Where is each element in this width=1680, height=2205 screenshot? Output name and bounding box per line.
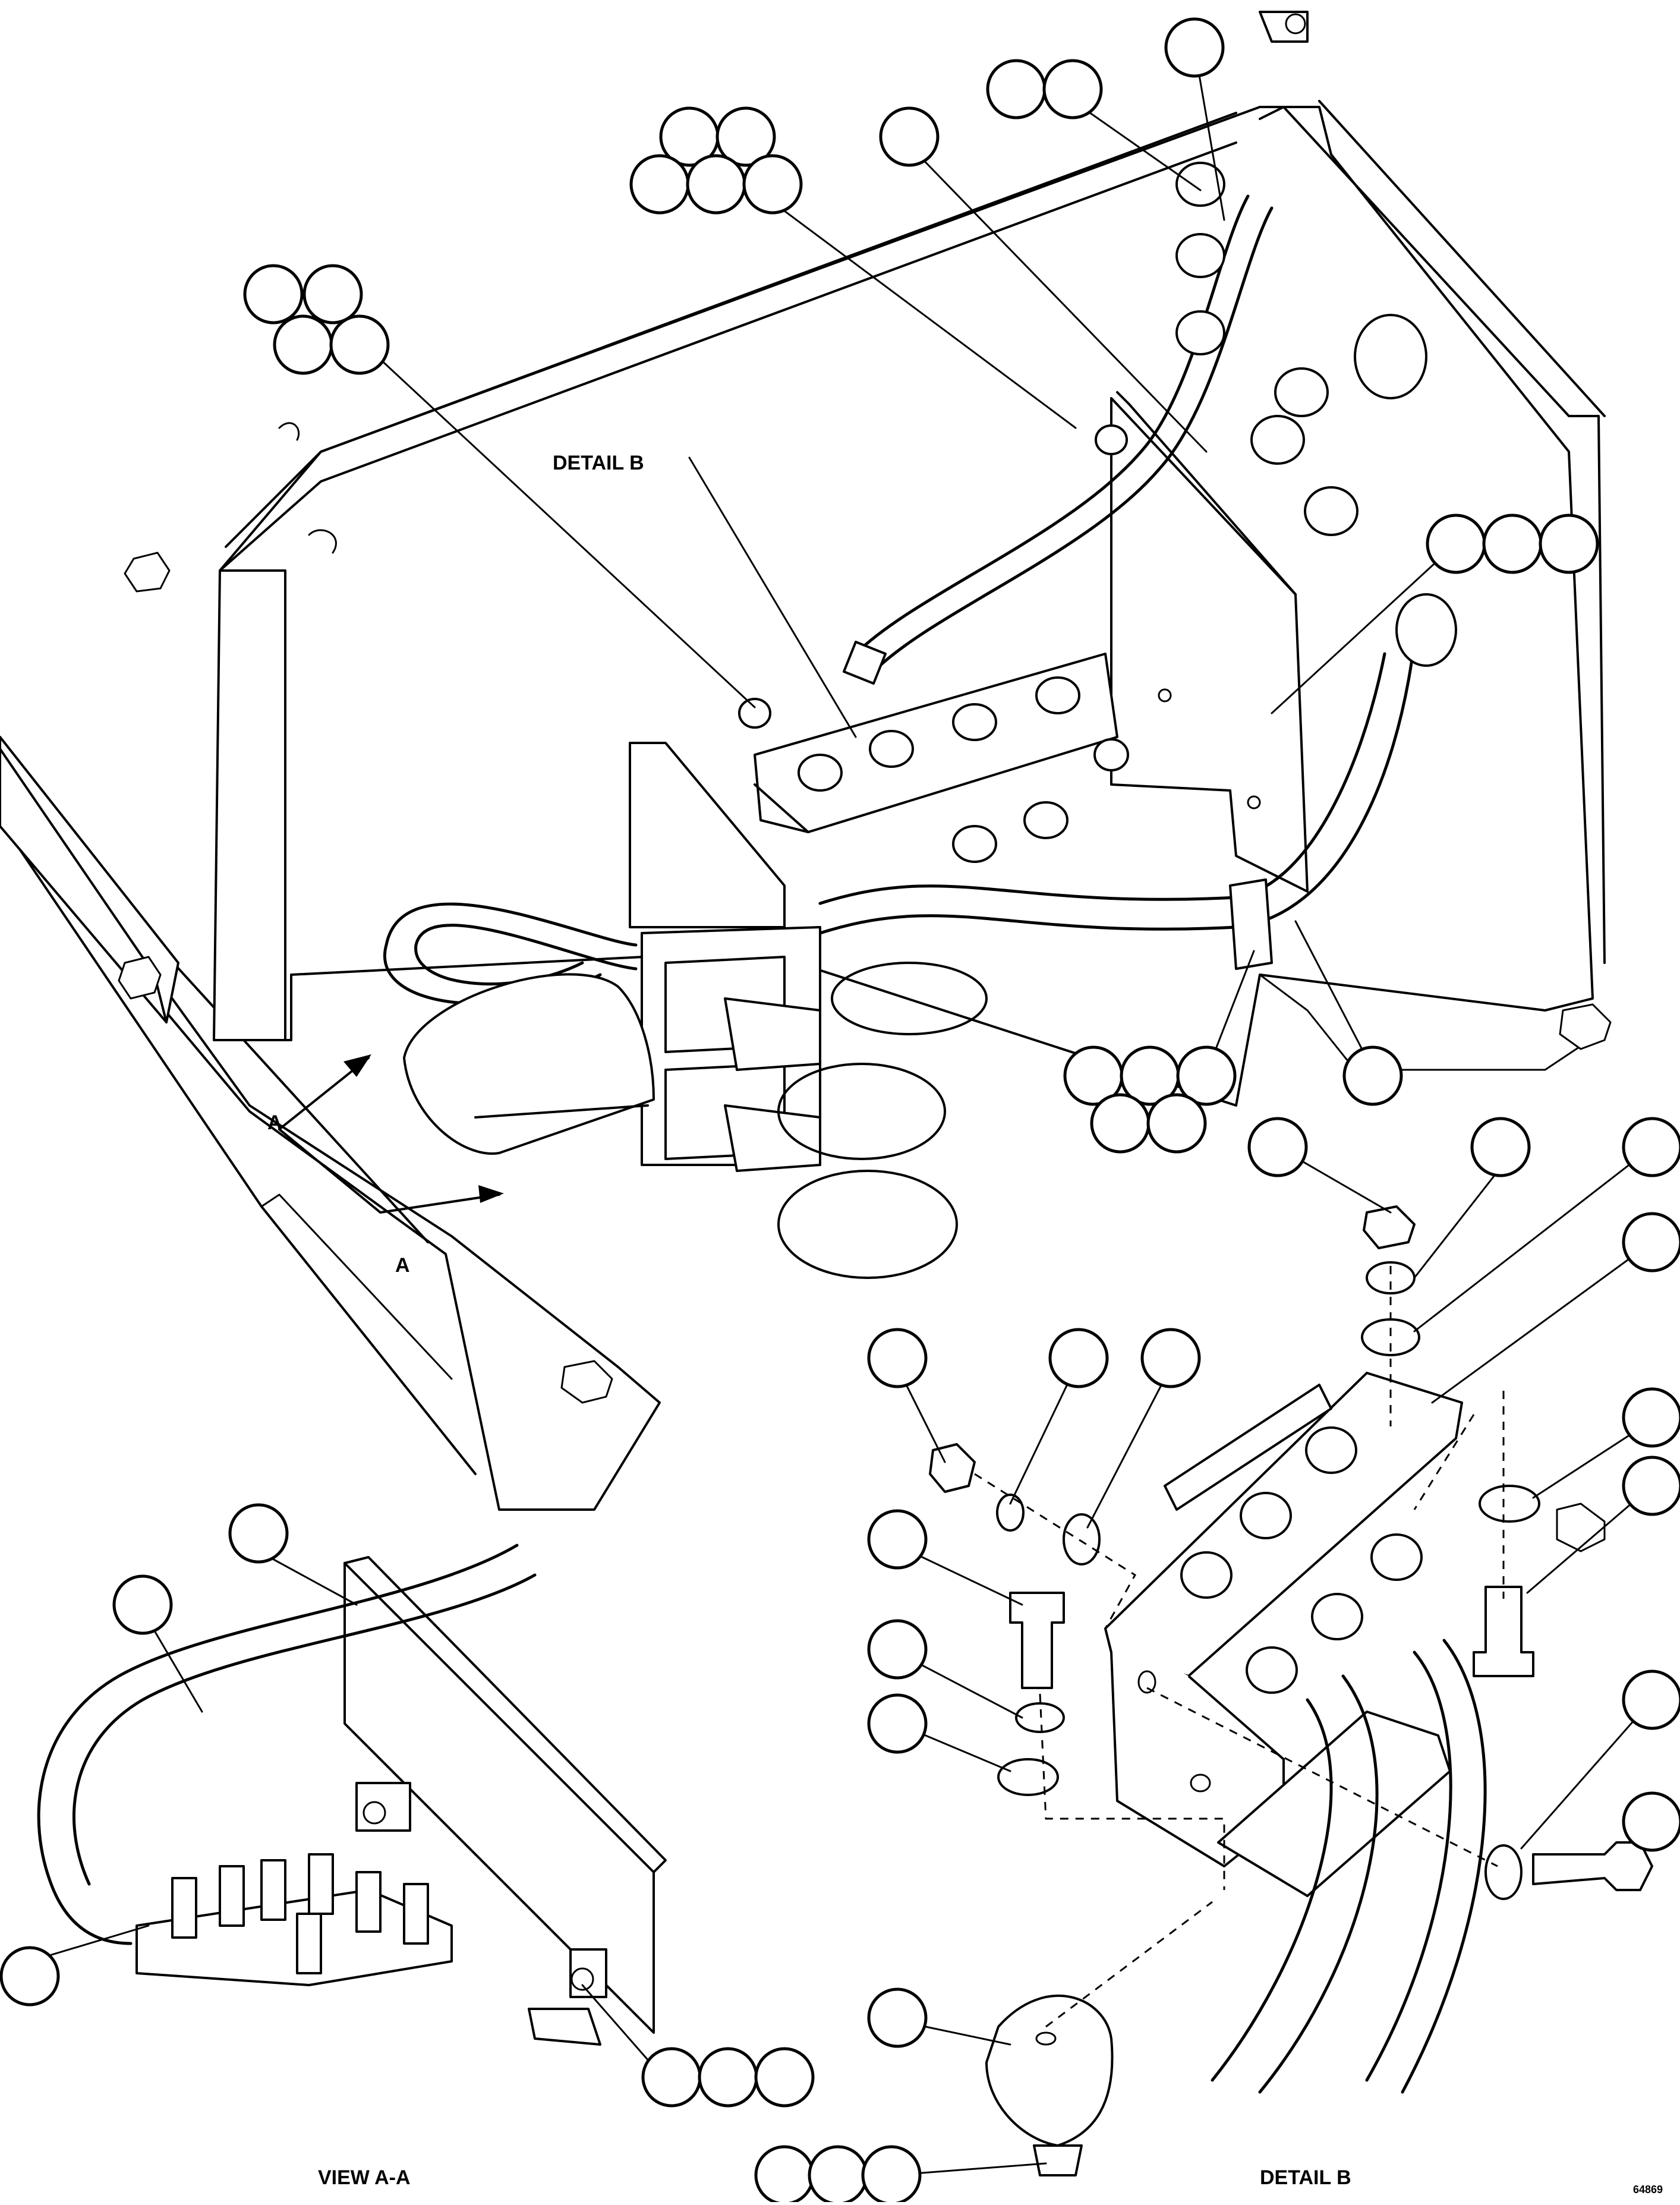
callout-balloon bbox=[1622, 1387, 1680, 1448]
callout-balloon bbox=[1146, 1093, 1207, 1154]
callout-balloon bbox=[867, 1328, 928, 1388]
callout-balloon bbox=[861, 2145, 922, 2205]
hydraulic-hoses bbox=[383, 194, 1416, 1006]
callout-balloon bbox=[629, 154, 690, 215]
callout-balloon bbox=[686, 154, 746, 215]
detail-b-exploded bbox=[929, 1205, 1653, 2176]
callout-balloon bbox=[1164, 17, 1225, 78]
callout-balloon bbox=[1247, 1117, 1308, 1177]
callout-balloon bbox=[1539, 514, 1599, 574]
callout-balloons bbox=[0, 17, 1680, 2205]
callout-balloon bbox=[1426, 514, 1486, 574]
callout-balloon bbox=[641, 2047, 702, 2108]
callout-balloon bbox=[716, 106, 776, 167]
callout-balloon bbox=[228, 1503, 289, 1564]
callout-balloon bbox=[1482, 514, 1543, 574]
exploded-hardware bbox=[929, 1205, 1653, 1900]
callout-balloon bbox=[302, 264, 363, 325]
callout-balloon bbox=[1048, 1328, 1109, 1388]
callout-balloon bbox=[742, 154, 803, 215]
callout-balloon bbox=[1140, 1328, 1201, 1388]
main-assembly bbox=[0, 11, 1612, 1552]
callout-balloon bbox=[1622, 1456, 1680, 1516]
quick-disconnect-assembly bbox=[118, 926, 988, 1404]
callout-balloon bbox=[808, 2145, 868, 2205]
callout-balloon bbox=[273, 314, 333, 375]
accumulator bbox=[985, 1995, 1114, 2176]
callout-balloon bbox=[867, 1509, 928, 1570]
callout-balloon bbox=[0, 1946, 60, 2006]
callout-balloon bbox=[698, 2047, 758, 2108]
callout-balloon bbox=[754, 2145, 815, 2205]
callout-balloon bbox=[1470, 1117, 1531, 1177]
terminal-posts bbox=[171, 1853, 429, 1974]
section-arrows bbox=[278, 1054, 504, 1214]
callout-balloon bbox=[867, 1619, 928, 1680]
callout-balloon bbox=[867, 1987, 928, 2048]
section-a-label-lower: A bbox=[395, 1254, 410, 1277]
detail-b-label-bottom: DETAIL B bbox=[1260, 2166, 1351, 2189]
callout-balloon bbox=[754, 2047, 815, 2108]
callout-balloon bbox=[1342, 1045, 1403, 1106]
callout-balloon bbox=[1622, 1670, 1680, 1730]
callout-balloon bbox=[243, 264, 304, 325]
callout-balloon bbox=[1622, 1791, 1680, 1852]
bracket-bolts bbox=[1180, 1426, 1423, 1694]
callout-balloon bbox=[1622, 1117, 1680, 1177]
callout-balloon bbox=[1090, 1093, 1151, 1154]
callout-balloon bbox=[879, 106, 940, 167]
callout-balloon bbox=[986, 59, 1047, 119]
callout-balloon bbox=[1622, 1212, 1680, 1272]
detail-b-label-top: DETAIL B bbox=[553, 452, 644, 474]
callout-balloon bbox=[329, 314, 390, 375]
view-aa-detail bbox=[37, 1544, 667, 2046]
assembly-centerlines bbox=[974, 1266, 1505, 2028]
section-a-label-upper: A bbox=[267, 1111, 282, 1134]
mounting-brackets bbox=[629, 391, 1309, 928]
figure-code: 64869 bbox=[1633, 2184, 1663, 2195]
callout-balloon bbox=[1176, 1045, 1237, 1106]
manifold-bolts bbox=[738, 424, 1129, 863]
text-labels: DETAIL B A A VIEW A-A DETAIL B 64869 bbox=[267, 452, 1663, 2195]
callout-balloon bbox=[867, 1693, 928, 1754]
manifold-block bbox=[738, 424, 1129, 863]
view-aa-label: VIEW A-A bbox=[318, 2166, 411, 2189]
callout-balloon bbox=[1042, 59, 1103, 119]
right-fittings bbox=[1175, 11, 1457, 667]
callout-balloon bbox=[112, 1574, 173, 1635]
